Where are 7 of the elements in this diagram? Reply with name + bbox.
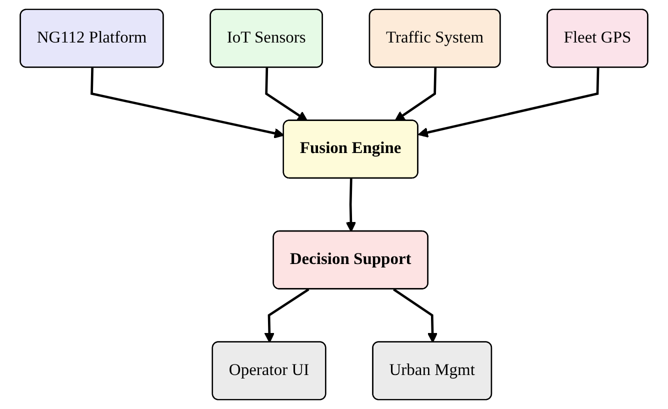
arrow <box>346 178 356 232</box>
arrow <box>394 68 437 122</box>
arrow <box>418 68 600 138</box>
arrow <box>265 68 308 122</box>
arrow <box>264 288 310 343</box>
arrow <box>393 288 438 343</box>
arrow <box>90 68 284 138</box>
